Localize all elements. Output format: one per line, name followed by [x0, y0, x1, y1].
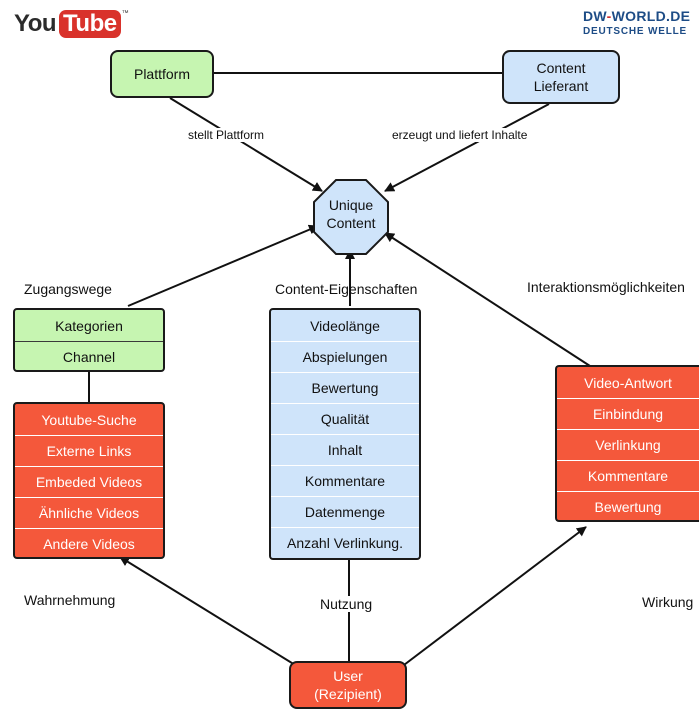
- content-row: Anzahl Verlinkung.: [271, 527, 419, 558]
- youtube-logo-tm: ™: [121, 10, 129, 17]
- content-row: Kommentare: [271, 465, 419, 496]
- user-node: User (Rezipient): [289, 661, 407, 709]
- interaktion-row: Einbindung: [557, 398, 699, 429]
- content-row: Bewertung: [271, 372, 419, 403]
- deutsche-welle-text: DEUTSCHE WELLE: [583, 26, 687, 37]
- unique-content-octagon: [313, 179, 389, 255]
- edge-label-stellt-plattform: stellt Plattform: [186, 128, 267, 142]
- zugangswege-row-channel: Channel: [15, 341, 163, 370]
- dw-suffix: WORLD.DE: [611, 8, 691, 24]
- youtube-logo: You Tube ™: [14, 10, 129, 38]
- label-interaktion: Interaktionsmöglichkeiten: [527, 279, 685, 295]
- edge-user-suche: [119, 556, 301, 669]
- edge-label-erzeugt-liefert: erzeugt und liefert Inhalte: [390, 128, 530, 142]
- zugangswege-row-kategorien: Kategorien: [55, 317, 123, 334]
- interaktion-row: Verlinkung: [557, 429, 699, 460]
- edge-plattform-content: [169, 97, 323, 192]
- edge-zugangswege-content: [127, 224, 319, 307]
- content-row: Datenmenge: [271, 496, 419, 527]
- unique-content-label: Unique Content: [326, 197, 376, 231]
- edge-interaktion-content: [384, 232, 591, 367]
- youtube-logo-you: You: [14, 10, 57, 37]
- content-row: Abspielungen: [271, 341, 419, 372]
- plattform-node: Plattform: [110, 50, 214, 98]
- label-wirkung: Wirkung: [642, 594, 694, 610]
- suche-row: Youtube-Suche: [41, 411, 137, 428]
- suche-row: Andere Videos: [15, 528, 163, 557]
- interaktion-stack: Video-Antwort Einbindung Verlinkung Komm…: [555, 365, 699, 522]
- edge-lieferant-content: [384, 103, 550, 192]
- label-zugangswege: Zugangswege: [24, 281, 112, 297]
- user-label: User (Rezipient): [314, 668, 382, 702]
- dw-world-logo: DW-WORLD.DE: [583, 8, 690, 24]
- edge-user-interaktion: [399, 526, 587, 669]
- label-content-eigenschaften: Content-Eigenschaften: [275, 281, 418, 297]
- content-eigenschaften-stack: Videolänge Abspielungen Bewertung Qualit…: [269, 308, 421, 560]
- suche-stack: Youtube-Suche Externe Links Embeded Vide…: [13, 402, 165, 559]
- plattform-label: Plattform: [133, 66, 190, 82]
- dw-prefix: DW: [583, 8, 607, 24]
- content-lieferant-label: Content Lieferant: [533, 60, 589, 94]
- suche-row: Ähnliche Videos: [15, 497, 163, 528]
- content-row: Inhalt: [271, 434, 419, 465]
- suche-row: Externe Links: [15, 435, 163, 466]
- suche-row: Embeded Videos: [15, 466, 163, 497]
- label-nutzung: Nutzung: [318, 596, 375, 612]
- interaktion-row: Video-Antwort: [584, 374, 672, 391]
- content-row: Videolänge: [310, 317, 380, 334]
- interaktion-row: Bewertung: [557, 491, 699, 520]
- content-row: Qualität: [271, 403, 419, 434]
- zugangswege-stack: Kategorien Channel: [13, 308, 165, 372]
- dw-dash: -: [606, 8, 612, 24]
- interaktion-row: Kommentare: [557, 460, 699, 491]
- content-lieferant-node: Content Lieferant: [502, 50, 620, 104]
- youtube-logo-tube: Tube: [59, 10, 121, 38]
- label-wahrnehmung: Wahrnehmung: [24, 592, 116, 608]
